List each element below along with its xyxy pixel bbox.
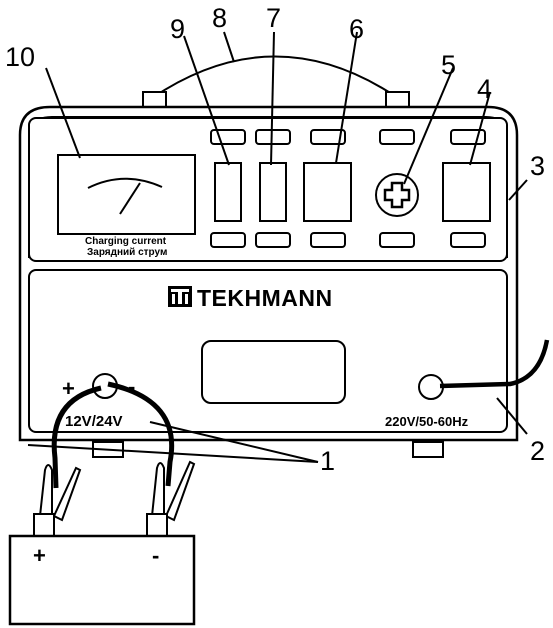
ammeter-label-ua: Зарядний струм [87, 247, 167, 258]
ammeter-needle [119, 182, 141, 215]
leader-2 [496, 397, 528, 435]
ammeter-scale [87, 177, 163, 189]
output-voltage-label: 12V/24V [65, 413, 123, 430]
callout-1: 1 [320, 446, 335, 476]
indicator-slot-top-4 [379, 129, 415, 145]
callout-9: 9 [170, 14, 185, 44]
handle-mount-right [385, 91, 410, 109]
leader-6 [335, 31, 358, 164]
callout-10: 10 [5, 42, 35, 72]
battery-plus-sign: + [33, 543, 46, 568]
indicator-slot-bottom-1 [210, 232, 246, 248]
leader-5 [403, 67, 454, 185]
battery [8, 534, 196, 626]
callout-6: 6 [349, 14, 364, 44]
power-cord [439, 339, 550, 389]
brand-logo-icon [168, 286, 192, 307]
leader-9 [183, 35, 230, 166]
output-minus-sign: - [128, 374, 135, 399]
cable-negative [107, 381, 175, 487]
callout-2: 2 [530, 436, 545, 466]
ammeter-label-en: Charging current [85, 236, 167, 247]
indicator-slot-bottom-5 [450, 232, 486, 248]
indicator-slot-top-2 [255, 129, 291, 145]
foot-right [412, 441, 444, 458]
fuse-plus-icon [383, 181, 411, 209]
callout-7: 7 [266, 3, 281, 33]
leader-4 [469, 91, 491, 166]
callout-4: 4 [477, 74, 492, 104]
ammeter [57, 154, 196, 235]
callout-8: 8 [212, 3, 227, 33]
carry-handle [151, 55, 399, 99]
cable-positive [51, 385, 102, 489]
leader-10 [45, 67, 81, 159]
brand-name: TEKHMANN [197, 285, 333, 311]
callout-5: 5 [441, 50, 456, 80]
leader-7 [270, 31, 275, 166]
leader-1a [149, 421, 319, 463]
display-window [201, 340, 346, 404]
clamp-negative [146, 460, 196, 539]
callout-3: 3 [530, 151, 545, 181]
leader-8 [223, 31, 235, 63]
mains-label: 220V/50-60Hz [385, 414, 469, 429]
indicator-slot-bottom-2 [255, 232, 291, 248]
leader-3 [508, 179, 528, 201]
output-plus-sign: + [62, 376, 75, 401]
leader-1b [27, 444, 319, 463]
mains-socket [418, 374, 444, 400]
switch-7[interactable] [259, 162, 287, 222]
handle-mount-left [142, 91, 167, 109]
indicator-slot-top-3 [310, 129, 346, 145]
switch-9[interactable] [214, 162, 242, 222]
clamp-positive [33, 464, 82, 539]
battery-minus-sign: - [152, 543, 159, 568]
indicator-slot-top-1 [210, 129, 246, 145]
indicator-slot-bottom-4 [379, 232, 415, 248]
indicator-slot-bottom-3 [310, 232, 346, 248]
switch-4[interactable] [442, 162, 491, 222]
switch-6[interactable] [303, 162, 352, 222]
